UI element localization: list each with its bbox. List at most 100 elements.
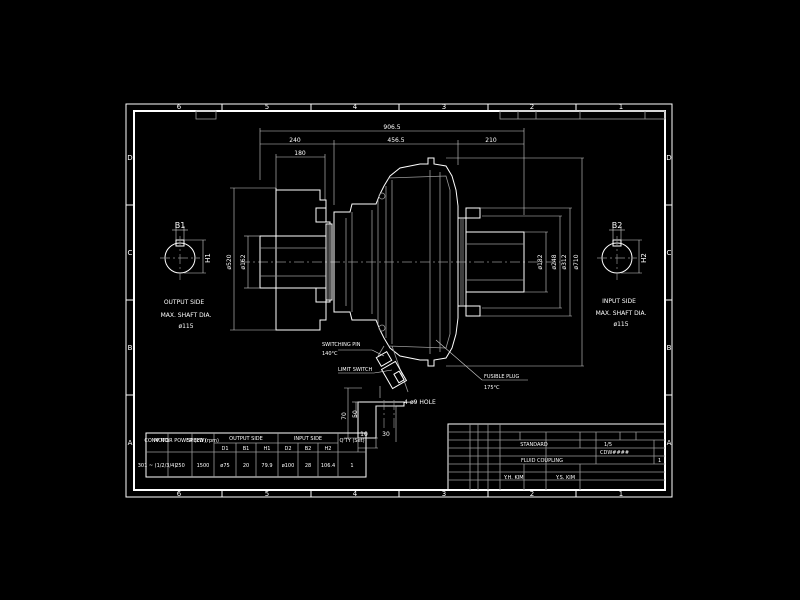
bracket-dim-10: 10 <box>360 431 368 438</box>
switching-pin-label: SWITCHING PIN <box>322 342 361 348</box>
output-side-labels: OUTPUT SIDE MAX. SHAFT DIA. ø115 <box>161 299 212 330</box>
input-hub <box>457 207 525 317</box>
switching-pin-temp: 140°C <box>322 351 338 357</box>
input-side-labels: INPUT SIDE MAX. SHAFT DIA. ø115 <box>596 298 647 328</box>
output-side-title: OUTPUT SIDE <box>164 299 205 306</box>
header-speed: SPEED (rpm) <box>187 438 219 444</box>
output-h1-label: H1 <box>204 253 212 263</box>
row-label: D <box>127 154 132 162</box>
dim-output-flange: 180 <box>294 150 306 157</box>
cell-conv: 301 ~ (1/2/3/4) <box>138 463 177 469</box>
bracket-dim-50: 50 <box>352 410 359 418</box>
col-label: 5 <box>265 490 269 498</box>
cell-d1: ø75 <box>220 463 229 469</box>
input-side-title: INPUT SIDE <box>602 298 636 305</box>
title-drawing-no: CDW#### <box>600 450 629 456</box>
cell-h2: 106.4 <box>321 463 335 469</box>
bracket-detail <box>344 386 416 452</box>
dim-output-hub-dia: ø162 <box>240 254 247 269</box>
title-standard: STANDARD <box>520 442 548 448</box>
cell-h1: 79.9 <box>261 463 272 469</box>
col-label: 4 <box>353 103 358 111</box>
col-label: 3 <box>442 490 446 498</box>
cell-d2: ø100 <box>282 463 295 469</box>
cell-b1: 20 <box>243 463 249 469</box>
header-motor: MOTOR POWER (kW) <box>154 438 206 444</box>
title-name: FLUID COUPLING <box>521 458 563 464</box>
column-labels-top: 6 5 4 3 2 1 <box>177 103 623 111</box>
dim-output-hub: 240 <box>289 137 301 144</box>
row-labels-right: D C B A <box>666 154 671 447</box>
row-label: A <box>128 439 133 447</box>
dim-input-dia-2: ø248 <box>551 254 558 269</box>
sub-h1: H1 <box>264 446 271 452</box>
title-block-text: STANDARD FLUID COUPLING 1/5 CDW#### 1 Y.… <box>503 442 661 481</box>
revision-strip <box>195 110 666 120</box>
sub-h2: H2 <box>325 446 332 452</box>
input-dia-dims <box>446 157 584 367</box>
header-output: OUTPUT SIDE <box>229 436 263 442</box>
bracket-dim-text: 70 50 10 30 4-ø9 HOLE <box>341 399 436 438</box>
title-scale: 1/5 <box>604 442 612 448</box>
header-conv: CONV NO. <box>144 438 170 444</box>
output-flange <box>259 188 333 331</box>
top-dimensions <box>259 128 525 215</box>
row-label: C <box>667 249 672 257</box>
callout-lines <box>338 339 528 381</box>
title-date1: Y.H. KIM <box>503 475 524 481</box>
hole-callout: 4-ø9 HOLE <box>404 399 436 406</box>
sub-d2: D2 <box>284 446 291 452</box>
col-label: 2 <box>530 103 534 111</box>
output-b1-label: B1 <box>175 221 186 230</box>
input-shaft-dia: ø115 <box>613 321 628 328</box>
row-labels-left: D C B A <box>127 154 132 447</box>
coupling-body <box>333 157 459 367</box>
sub-b2: B2 <box>305 446 312 452</box>
fusible-plug-label: FUSIBLE PLUG <box>484 374 519 380</box>
title-date2: Y.S. KIM <box>555 475 575 481</box>
title-sheet: 1 <box>658 458 661 464</box>
sub-b1: B1 <box>243 446 250 452</box>
dim-body-dia: ø710 <box>573 254 580 269</box>
output-dia-dims <box>230 187 276 331</box>
row-label: B <box>667 344 672 352</box>
row-label: C <box>128 249 133 257</box>
bracket-dim-70: 70 <box>341 412 348 420</box>
spec-table-headers: CONV NO. MOTOR POWER (kW) SPEED (rpm) OU… <box>144 436 364 452</box>
row-label: A <box>667 439 672 447</box>
column-labels-bottom: 6 5 4 3 2 1 <box>177 490 623 498</box>
dim-input-dia-1: ø182 <box>537 254 544 269</box>
col-label: 6 <box>177 103 182 111</box>
dim-output-flange-dia: ø520 <box>226 254 233 269</box>
output-max-shaft: MAX. SHAFT DIA. <box>161 312 212 319</box>
title-block <box>447 423 666 491</box>
callout-labels: SWITCHING PIN 140°C LIMIT SWITCH FUSIBLE… <box>322 342 519 391</box>
col-label: 4 <box>353 490 358 498</box>
output-shaft-dia: ø115 <box>178 323 193 330</box>
input-shaft-section <box>597 226 642 280</box>
header-qty: Q'TY (Set) <box>339 438 364 444</box>
spec-table-row: 301 ~ (1/2/3/4) 250 1500 ø75 20 79.9 ø10… <box>138 463 354 469</box>
dim-body: 456.5 <box>387 137 404 144</box>
cell-power: 250 <box>175 463 185 469</box>
input-h2-label: H2 <box>640 253 648 263</box>
fusible-plug-temp: 175°C <box>484 385 500 391</box>
input-max-shaft: MAX. SHAFT DIA. <box>596 310 647 317</box>
sub-d1: D1 <box>221 446 228 452</box>
dim-input-hub: 210 <box>485 137 497 144</box>
limit-switch-label: LIMIT SWITCH <box>338 367 373 373</box>
cell-speed: 1500 <box>197 463 210 469</box>
dim-overall: 906.5 <box>383 124 400 131</box>
row-label: D <box>666 154 671 162</box>
dim-input-dia-3: ø312 <box>561 254 568 269</box>
col-label: 6 <box>177 490 182 498</box>
col-label: 5 <box>265 103 269 111</box>
row-label: B <box>128 344 133 352</box>
col-label: 1 <box>619 103 623 111</box>
col-label: 1 <box>619 490 623 498</box>
top-dimension-text: 906.5 240 456.5 210 180 <box>289 124 497 157</box>
col-label: 3 <box>442 103 446 111</box>
cell-b2: 28 <box>305 463 311 469</box>
col-label: 2 <box>530 490 534 498</box>
